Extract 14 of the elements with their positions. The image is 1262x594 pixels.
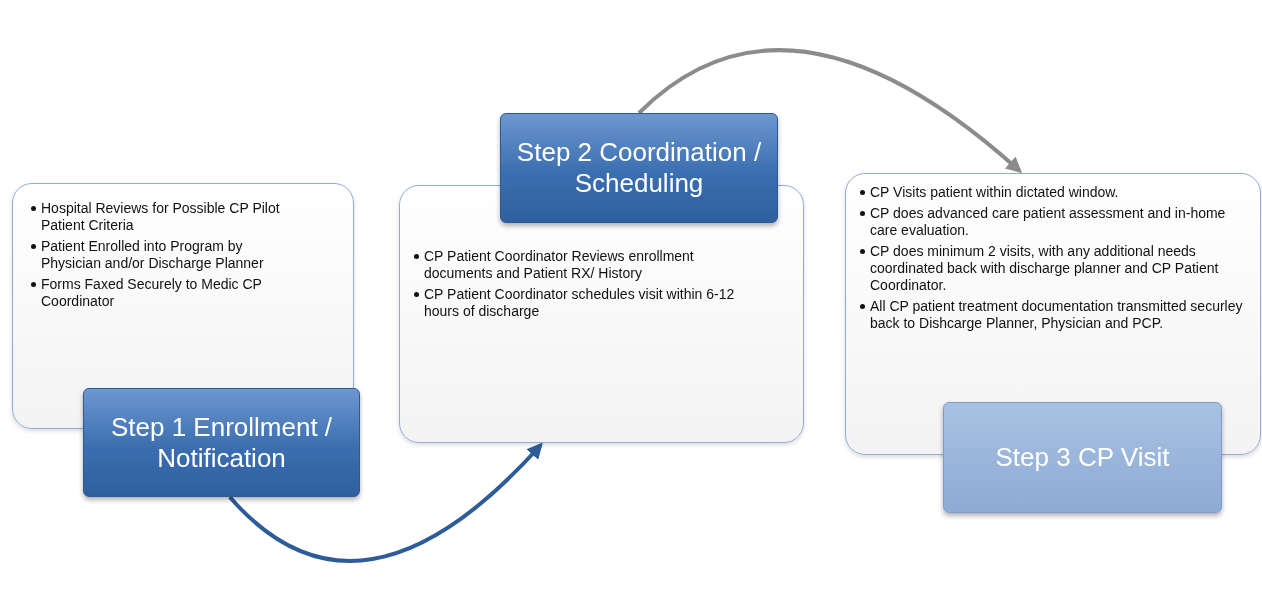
- bullet-text: CP does advanced care patient assessment and in-home care evaluation.: [870, 205, 1227, 239]
- bullet-text: Hospital Reviews for Possible CP Pilot Patient Criteria: [41, 200, 281, 234]
- bullet-text: Forms Faxed Securely to Medic CP Coordinator: [41, 276, 263, 310]
- curved-arrow: [228, 442, 543, 563]
- bullet-text: CP does minimum 2 visits, with any additional needs coordinated back with discharge planner and CP Patient Coordinator.: [870, 243, 1220, 294]
- bullet-text: CP Patient Coordinator Reviews enrollment documents and Patient RX/ History: [424, 248, 695, 282]
- step-box: Step 1 Enrollment / Notification: [83, 388, 360, 497]
- step-box: Step 2 Coordination / Scheduling: [500, 113, 778, 223]
- curved-arrow: [637, 48, 1023, 174]
- bullet-text: CP Patient Coordinator schedules visit within 6-12 hours of discharge: [424, 286, 736, 320]
- bullet-text: All CP patient treatment documentation transmitted securley back to Dishcarge Planner, Physician and PCP.: [870, 298, 1244, 332]
- bullet-text: Patient Enrolled into Program by Physician and/or Discharge Planner: [41, 238, 265, 272]
- step-box: Step 3 CP Visit: [943, 402, 1222, 513]
- bullet-text: CP Visits patient within dictated window.: [870, 184, 1119, 201]
